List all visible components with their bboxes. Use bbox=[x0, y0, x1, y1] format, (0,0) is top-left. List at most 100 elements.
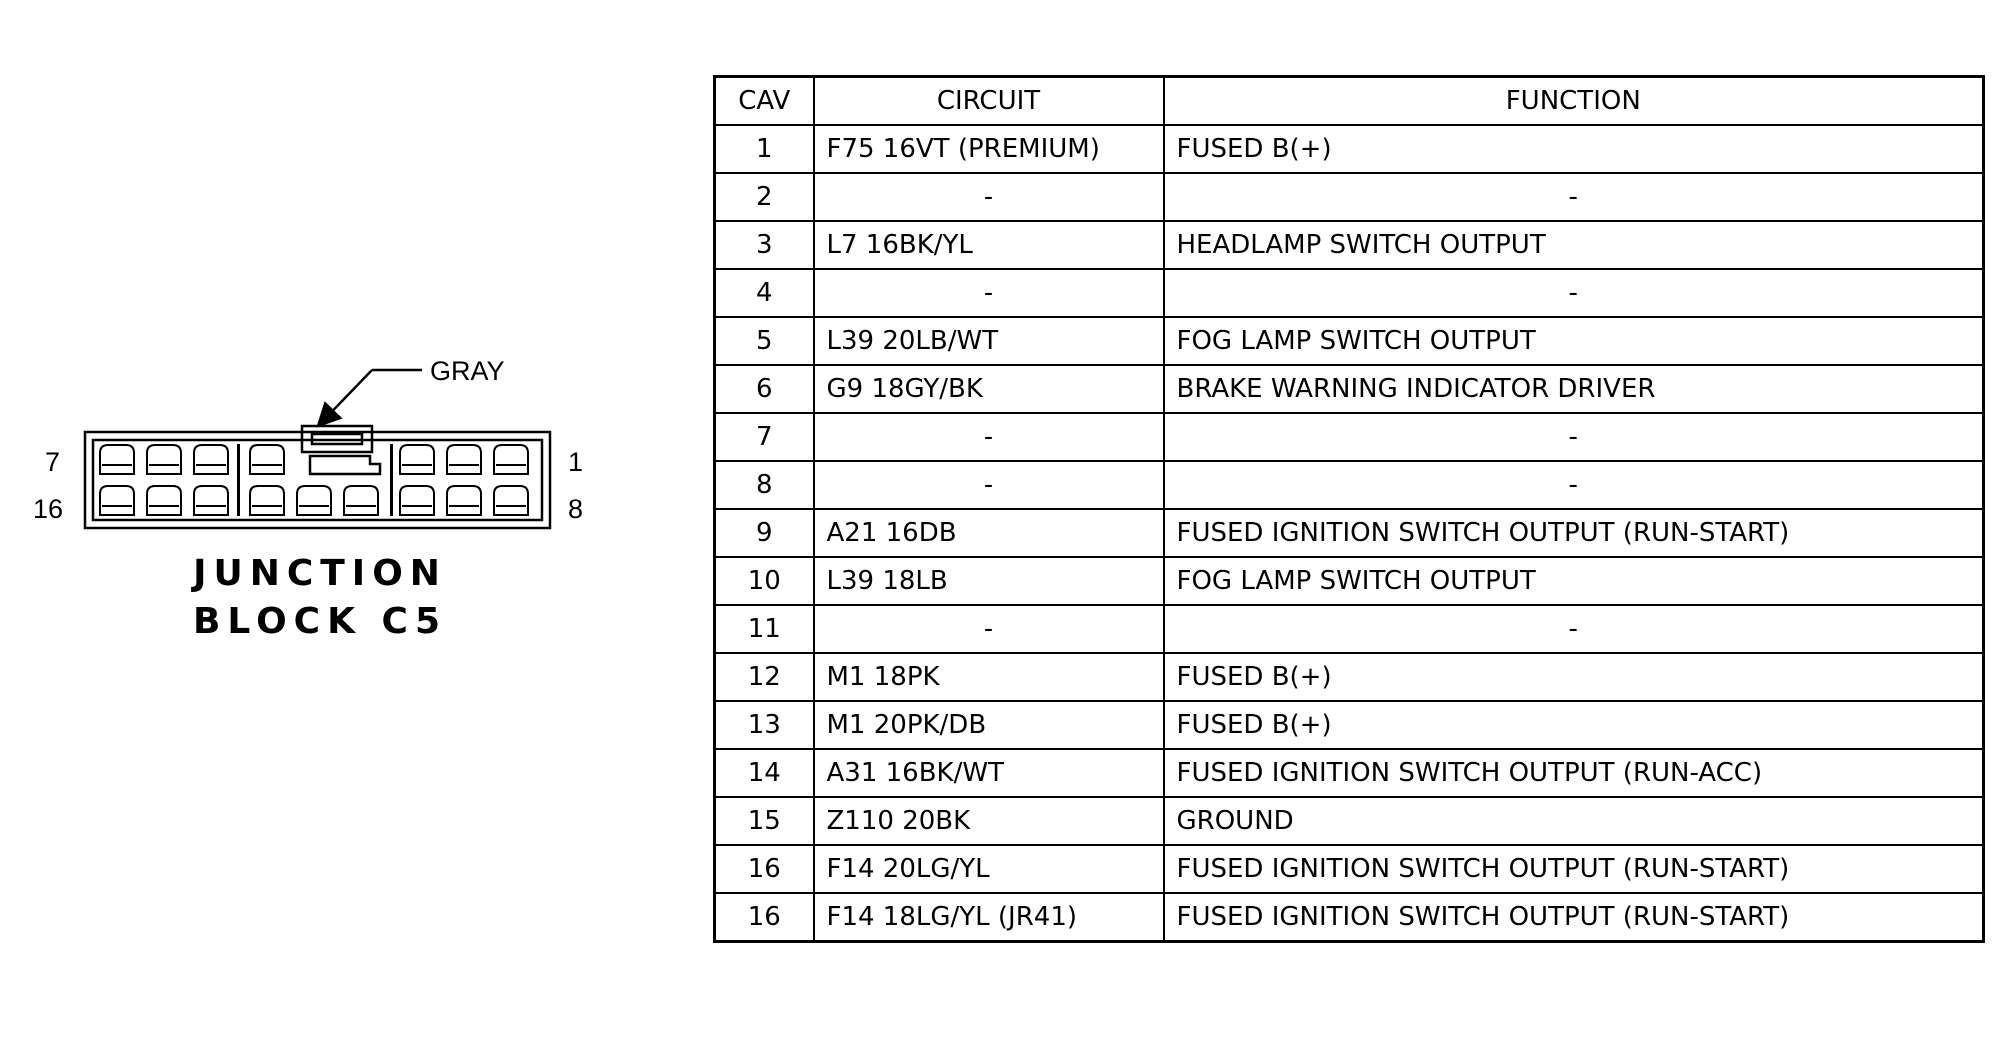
cavity bbox=[146, 444, 182, 475]
header-function: FUNCTION bbox=[1162, 75, 1985, 126]
cav-cell: 10 bbox=[713, 556, 815, 606]
cav-cell: 1 bbox=[713, 124, 815, 174]
pin-label-top-left: 7 bbox=[45, 447, 60, 477]
function-cell: FUSED IGNITION SWITCH OUTPUT (RUN-ACC) bbox=[1162, 748, 1985, 798]
cav-cell: 16 bbox=[713, 844, 815, 894]
cavity bbox=[296, 485, 332, 516]
cav-cell: 13 bbox=[713, 700, 815, 750]
cavity bbox=[249, 485, 285, 516]
cavity bbox=[99, 485, 135, 516]
function-cell: HEADLAMP SWITCH OUTPUT bbox=[1162, 220, 1985, 270]
cavity bbox=[399, 444, 435, 475]
color-callout: GRAY bbox=[316, 356, 505, 428]
circuit-cell: M1 18PK bbox=[812, 652, 1165, 702]
cav-cell: 15 bbox=[713, 796, 815, 846]
cav-cell: 4 bbox=[713, 268, 815, 318]
function-cell: - bbox=[1162, 268, 1985, 318]
table-row: 8-- bbox=[713, 460, 1985, 510]
circuit-cell: L39 18LB bbox=[812, 556, 1165, 606]
color-label: GRAY bbox=[430, 356, 505, 386]
cav-cell: 16 bbox=[713, 892, 815, 943]
cavity bbox=[493, 444, 529, 475]
function-cell: FUSED B(+) bbox=[1162, 700, 1985, 750]
cav-cell: 9 bbox=[713, 508, 815, 558]
function-cell: FUSED B(+) bbox=[1162, 652, 1985, 702]
circuit-cell: F14 18LG/YL (JR41) bbox=[812, 892, 1165, 943]
cavity bbox=[399, 485, 435, 516]
function-cell: FUSED B(+) bbox=[1162, 124, 1985, 174]
cav-cell: 3 bbox=[713, 220, 815, 270]
cavity bbox=[193, 485, 229, 516]
circuit-cell: F14 20LG/YL bbox=[812, 844, 1165, 894]
cav-cell: 14 bbox=[713, 748, 815, 798]
circuit-cell: - bbox=[812, 412, 1165, 462]
circuit-cell: - bbox=[812, 460, 1165, 510]
function-cell: FUSED IGNITION SWITCH OUTPUT (RUN-START) bbox=[1162, 892, 1985, 943]
cavity bbox=[146, 485, 182, 516]
cavity bbox=[343, 485, 379, 516]
block-title-line-1: JUNCTION bbox=[190, 553, 447, 594]
circuit-cell: - bbox=[812, 604, 1165, 654]
block-title-line-2: BLOCK C5 bbox=[193, 601, 447, 642]
function-cell: - bbox=[1162, 172, 1985, 222]
cav-cell: 8 bbox=[713, 460, 815, 510]
cavity bbox=[193, 444, 229, 475]
table-row: 11-- bbox=[713, 604, 1985, 654]
function-cell: - bbox=[1162, 412, 1985, 462]
cav-cell: 11 bbox=[713, 604, 815, 654]
function-cell: FOG LAMP SWITCH OUTPUT bbox=[1162, 556, 1985, 606]
table-row: 2-- bbox=[713, 172, 1985, 222]
circuit-cell: - bbox=[812, 172, 1165, 222]
circuit-cell: L39 20LB/WT bbox=[812, 316, 1165, 366]
table-row: 4-- bbox=[713, 268, 1985, 318]
cavity bbox=[99, 444, 135, 475]
header-cav: CAV bbox=[713, 75, 815, 126]
pin-label-bottom-left: 16 bbox=[33, 494, 63, 524]
pin-label-bottom-right: 8 bbox=[568, 494, 583, 524]
header-circuit: CIRCUIT bbox=[812, 75, 1165, 126]
function-cell: - bbox=[1162, 460, 1985, 510]
cav-cell: 7 bbox=[713, 412, 815, 462]
circuit-cell: L7 16BK/YL bbox=[812, 220, 1165, 270]
cavity bbox=[493, 485, 529, 516]
function-cell: FUSED IGNITION SWITCH OUTPUT (RUN-START) bbox=[1162, 508, 1985, 558]
function-cell: BRAKE WARNING INDICATOR DRIVER bbox=[1162, 364, 1985, 414]
circuit-cell: M1 20PK/DB bbox=[812, 700, 1165, 750]
pin-label-top-right: 1 bbox=[568, 447, 583, 477]
circuit-cell: A31 16BK/WT bbox=[812, 748, 1165, 798]
function-cell: FOG LAMP SWITCH OUTPUT bbox=[1162, 316, 1985, 366]
table-header-row: CAV CIRCUIT FUNCTION bbox=[713, 75, 1985, 126]
cavity bbox=[446, 444, 482, 475]
circuit-cell: G9 18GY/BK bbox=[812, 364, 1165, 414]
cav-cell: 12 bbox=[713, 652, 815, 702]
circuit-cell: - bbox=[812, 268, 1165, 318]
cavity bbox=[249, 444, 285, 475]
cav-cell: 6 bbox=[713, 364, 815, 414]
table-row: 7-- bbox=[713, 412, 1985, 462]
cav-cell: 5 bbox=[713, 316, 815, 366]
function-cell: FUSED IGNITION SWITCH OUTPUT (RUN-START) bbox=[1162, 844, 1985, 894]
circuit-cell: F75 16VT (PREMIUM) bbox=[812, 124, 1165, 174]
circuit-cell: A21 16DB bbox=[812, 508, 1165, 558]
circuit-cell: Z110 20BK bbox=[812, 796, 1165, 846]
connector-body bbox=[83, 424, 552, 530]
cav-cell: 2 bbox=[713, 172, 815, 222]
function-cell: GROUND bbox=[1162, 796, 1985, 846]
cavity bbox=[446, 485, 482, 516]
function-cell: - bbox=[1162, 604, 1985, 654]
